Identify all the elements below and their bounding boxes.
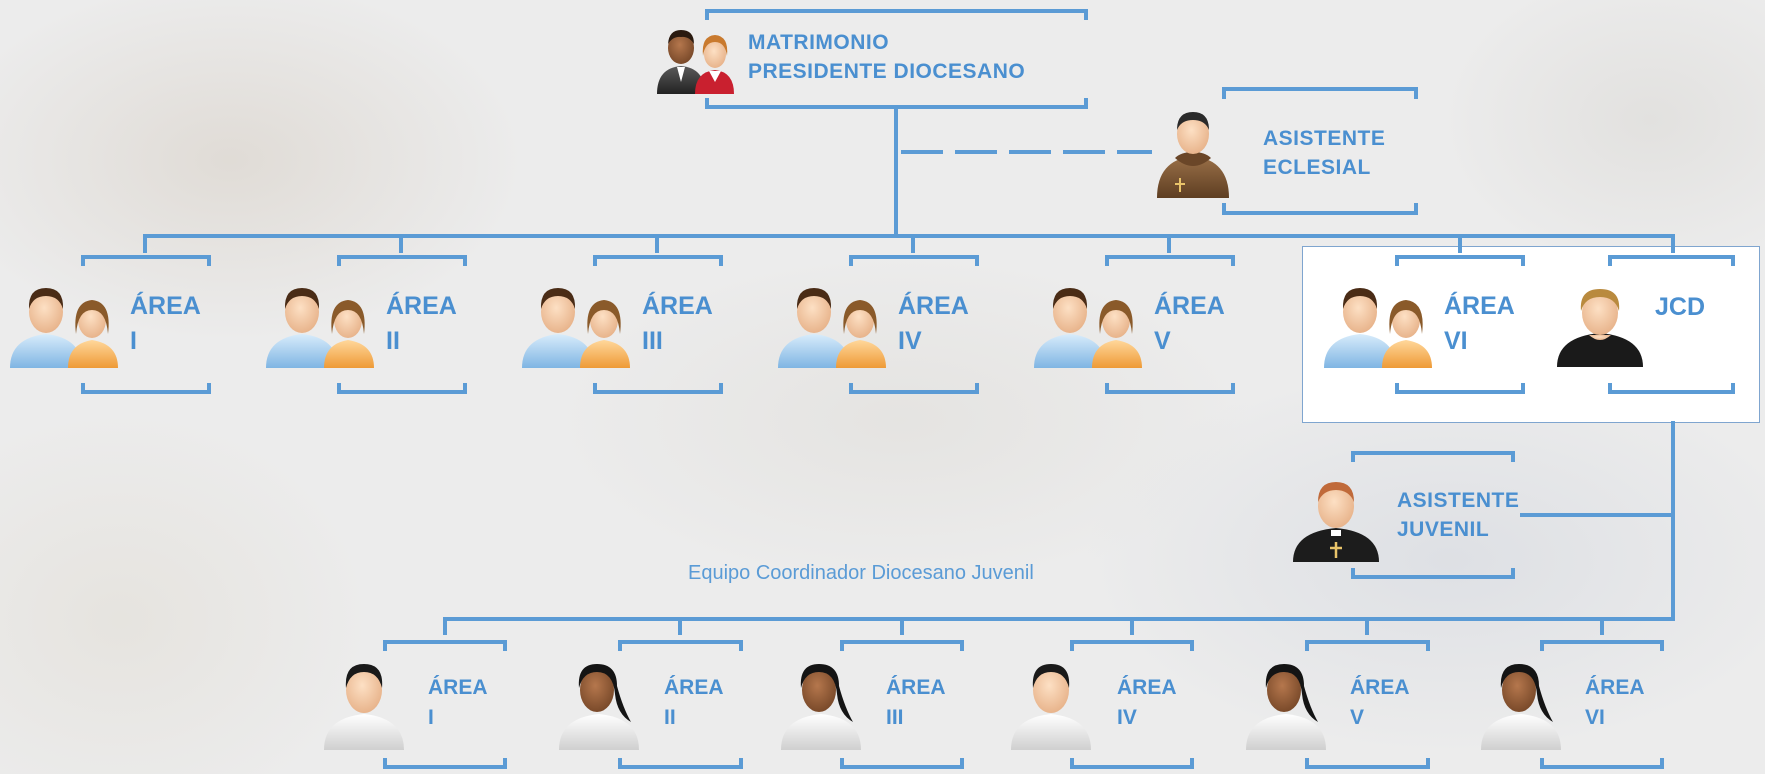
adult-area-label-line1: ÁREA [1154, 292, 1225, 320]
youth-area-label-line2: I [428, 706, 434, 729]
young-man-icon [322, 658, 406, 750]
adult-area-label-line1: ÁREA [1444, 292, 1515, 320]
youth-area-label: ÁREA III [886, 673, 946, 733]
adult-area-label: ÁREA I [130, 289, 201, 359]
adult-area-label-line2: I [130, 327, 137, 355]
adult-area-label-line2: VI [1444, 327, 1468, 355]
priest-icon [1291, 474, 1381, 562]
youth-area-label-line1: ÁREA [1117, 676, 1177, 699]
jcd-label: JCD [1655, 290, 1705, 325]
adult-area-label-line2: II [386, 327, 400, 355]
young-woman-icon [557, 658, 641, 750]
young-woman-icon [779, 658, 863, 750]
couple-icon [1032, 282, 1144, 368]
youth-area-label-line2: II [664, 706, 676, 729]
couple-icon [264, 282, 376, 368]
top-label-line1: MATRIMONIO [748, 31, 890, 54]
top-box-bracket-top [705, 9, 1088, 20]
asistente-juvenil-line2: JUVENIL [1397, 518, 1490, 541]
youth-area-label-line1: ÁREA [1350, 676, 1410, 699]
couple-icon [8, 282, 120, 368]
youth-area-label-line2: III [886, 706, 904, 729]
couple-icon [776, 282, 888, 368]
youth-area-label: ÁREA I [428, 673, 488, 733]
asistente-eclesial-line2: ECLESIAL [1263, 156, 1371, 179]
youth-area-label-line2: IV [1117, 706, 1137, 729]
adult-area-label-line2: V [1154, 327, 1171, 355]
adult-area-label: ÁREA VI [1444, 289, 1515, 359]
asistente-eclesial-line1: ASISTENTE [1263, 127, 1386, 150]
adult-area-label-line2: III [642, 327, 663, 355]
adult-area-label: ÁREA II [386, 289, 457, 359]
adult-area-label-line1: ÁREA [898, 292, 969, 320]
couple-icon [655, 20, 735, 94]
youth-team-caption: Equipo Coordinador Diocesano Juvenil [688, 562, 1034, 584]
youth-area-label: ÁREA II [664, 673, 724, 733]
young-woman-icon [1479, 658, 1563, 750]
top-label: MATRIMONIO PRESIDENTE DIOCESANO [748, 28, 1025, 86]
adult-area-label: ÁREA III [642, 289, 713, 359]
adult-area-label: ÁREA IV [898, 289, 969, 359]
youth-area-label: ÁREA IV [1117, 673, 1177, 733]
adult-area-label-line2: IV [898, 327, 922, 355]
ecl-bracket-top [1222, 87, 1418, 99]
friar-icon [1153, 104, 1233, 198]
asistente-juvenil-line1: ASISTENTE [1397, 489, 1520, 512]
young-man-icon [1553, 283, 1647, 367]
adult-area-label-line1: ÁREA [130, 292, 201, 320]
youth-area-label-line2: VI [1585, 706, 1605, 729]
couple-icon [520, 282, 632, 368]
youth-area-label-line1: ÁREA [1585, 676, 1645, 699]
youth-area-label: ÁREA V [1350, 673, 1410, 733]
young-man-icon [1009, 658, 1093, 750]
top-label-line2: PRESIDENTE DIOCESANO [748, 60, 1026, 83]
ecl-bracket-bottom [1222, 203, 1418, 215]
asistente-eclesial-label: ASISTENTE ECLESIAL [1263, 124, 1385, 182]
jcd-label-line1: JCD [1655, 293, 1706, 321]
adult-area-label-line1: ÁREA [386, 292, 457, 320]
youth-area-label: ÁREA VI [1585, 673, 1645, 733]
adult-area-label-line1: ÁREA [642, 292, 713, 320]
adult-area-label: ÁREA V [1154, 289, 1225, 359]
youth-area-label-line2: V [1350, 706, 1365, 729]
youth-area-label-line1: ÁREA [428, 676, 488, 699]
youth-area-label-line1: ÁREA [664, 676, 724, 699]
young-woman-icon [1244, 658, 1328, 750]
asistente-juvenil-label: ASISTENTE JUVENIL [1397, 486, 1519, 544]
couple-icon [1322, 282, 1434, 368]
youth-area-label-line1: ÁREA [886, 676, 946, 699]
